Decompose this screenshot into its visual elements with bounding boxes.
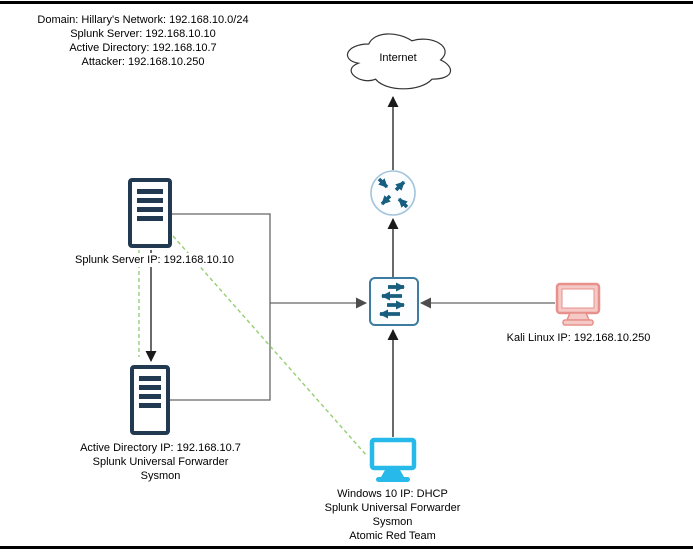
link-servers-bus xyxy=(170,213,271,401)
frame-top-border xyxy=(0,1,693,4)
internet-label: Internet xyxy=(379,52,417,64)
info-line-ad: Active Directory: 192.168.10.7 xyxy=(69,42,217,54)
internet-cloud-icon xyxy=(346,33,451,90)
kali-monitor-icon xyxy=(555,282,601,326)
info-line-splunk: Splunk Server: 192.168.10.10 xyxy=(70,28,216,40)
frame-bottom-border xyxy=(0,546,693,549)
network-info-block: Domain: Hillary's Network: 192.168.10.0/… xyxy=(28,13,258,69)
info-line-attacker: Attacker: 192.168.10.250 xyxy=(81,56,205,68)
splunk-server-icon xyxy=(128,178,172,248)
splunk-server-label: Splunk Server IP: 192.168.10.10 xyxy=(52,253,257,267)
active-directory-label: Active Directory IP: 192.168.10.7 Splunk… xyxy=(58,441,263,483)
switch-icon xyxy=(369,277,419,326)
windows10-label: Windows 10 IP: DHCP Splunk Universal For… xyxy=(290,487,495,543)
info-line-domain: Domain: Hillary's Network: 192.168.10.0/… xyxy=(37,14,249,26)
windows-monitor-icon xyxy=(369,437,417,482)
active-directory-server-icon xyxy=(130,365,170,435)
router-icon xyxy=(370,170,416,216)
kali-linux-label: Kali Linux IP: 192.168.10.250 xyxy=(476,331,681,345)
